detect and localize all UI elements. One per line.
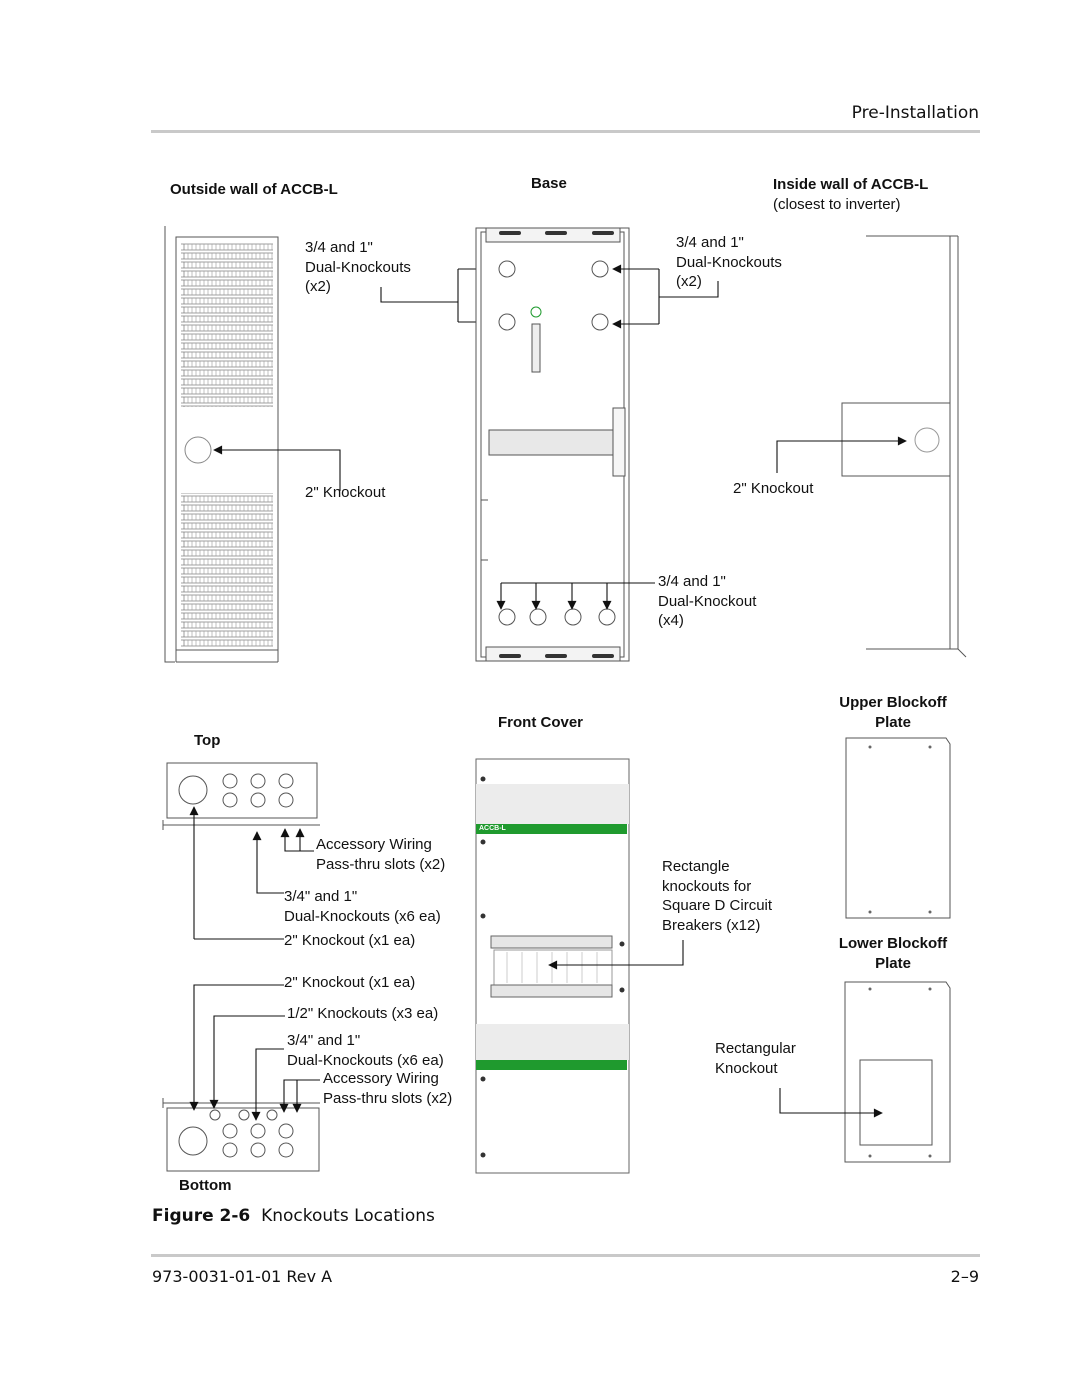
lower-blockoff-title: Lower Blockoff Plate: [838, 935, 948, 972]
base-title: Base: [531, 175, 567, 192]
header-rule: [151, 130, 980, 133]
bottom-2in-knockout-label: 2" Knockout (x1 ea): [284, 974, 416, 991]
outside-wall-drawing: [164, 226, 279, 663]
figure-label: Figure 2-6: [152, 1206, 251, 1226]
doc-number: 973-0031-01-01 Rev A: [152, 1267, 333, 1286]
rect-knockouts-label: Rectangle knockouts for Square D Circuit…: [662, 858, 773, 934]
bottom-pass-thru-label: Accessory Wiring Pass-thru slots (x2): [323, 1070, 453, 1107]
rect-knockout-label: Rectangular Knockout: [715, 1040, 796, 1077]
lower-blockoff-drawing: [844, 981, 951, 1163]
page-number: 2–9: [950, 1267, 979, 1286]
front-cover-drawing: [475, 758, 630, 1174]
inside-wall-title: Inside wall of ACCB-L: [773, 176, 929, 193]
figure-caption: Figure 2-6 Knockouts Locations: [152, 1206, 435, 1226]
bottom-title: Bottom: [179, 1177, 232, 1194]
outside-wall-dual-knockouts-label: 3/4 and 1" Dual-Knockouts (x2): [305, 239, 411, 295]
base-drawing: [475, 227, 630, 662]
section-header: Pre-Installation: [851, 103, 979, 123]
bottom-drawing: [162, 1098, 320, 1172]
bottom-half-knockouts-label: 1/2" Knockouts (x3 ea): [287, 1005, 439, 1022]
top-title: Top: [194, 732, 221, 749]
upper-blockoff-drawing: [845, 737, 951, 919]
bottom-dual-knockouts-label: 3/4" and 1" Dual-Knockouts (x6 ea): [287, 1032, 444, 1069]
footer-rule: [151, 1254, 980, 1257]
outside-wall-title: Outside wall of ACCB-L: [170, 181, 338, 198]
top-dual-knockouts-label: 3/4" and 1" Dual-Knockouts (x6 ea): [284, 888, 441, 925]
front-cover-brand: ACCB-L: [479, 825, 506, 832]
figure-title: Knockouts Locations: [261, 1206, 435, 1226]
front-cover-title: Front Cover: [498, 714, 584, 731]
inside-wall-subtitle: (closest to inverter): [773, 196, 901, 213]
outside-wall-2in-knockout-label: 2" Knockout: [305, 484, 386, 501]
upper-blockoff-title: Upper Blockoff Plate: [839, 694, 947, 731]
top-2in-knockout-label: 2" Knockout (x1 ea): [284, 932, 416, 949]
top-pass-thru-label: Accessory Wiring Pass-thru slots (x2): [316, 836, 446, 873]
inside-wall-drawing: [841, 235, 967, 658]
inside-wall-dual-knockouts-label: 3/4 and 1" Dual-Knockouts (x2): [676, 234, 782, 290]
base-bottom-knockouts-label: 3/4 and 1" Dual-Knockout (x4): [658, 573, 757, 629]
top-drawing: [162, 762, 320, 830]
inside-wall-2in-knockout-label: 2" Knockout: [733, 480, 814, 497]
